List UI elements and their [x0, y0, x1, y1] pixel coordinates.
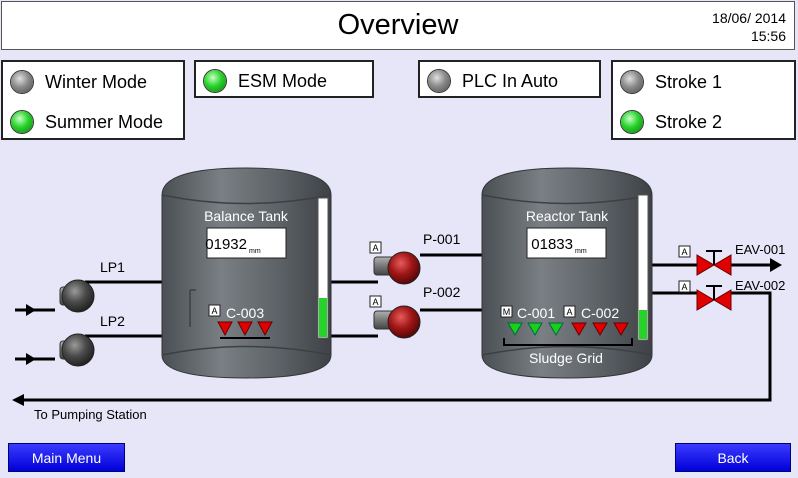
return-line-label: To Pumping Station	[34, 407, 147, 422]
p002-mode-badge	[369, 295, 382, 308]
winter-mode-label: Winter Mode	[45, 71, 148, 92]
c003-mode-badge	[208, 304, 221, 317]
main-menu-button[interactable]: Main Menu	[8, 443, 125, 472]
lp1-pump[interactable]	[59, 279, 95, 313]
page-title: Overview	[337, 9, 459, 41]
balance-tank-level-value: 01932	[205, 236, 247, 253]
eav002-valve[interactable]	[696, 285, 732, 311]
stroke-2-indicator-icon	[621, 111, 643, 133]
reactor-tank-level-fill	[639, 310, 647, 339]
esm-mode-indicator-icon	[204, 70, 226, 92]
svg-text:M: M	[503, 307, 511, 317]
flow-arrows	[12, 258, 782, 406]
plc-auto-indicator-icon	[428, 70, 450, 92]
balance-tank[interactable]	[161, 167, 332, 379]
svg-text:A: A	[372, 297, 378, 307]
time-text: 15:56	[750, 28, 786, 44]
c003-mixer[interactable]	[217, 321, 273, 339]
sludge-grid-bracket	[503, 338, 633, 346]
winter-mode-indicator-icon	[11, 71, 33, 93]
c001-mode-badge	[500, 305, 513, 318]
inlet-arrow-icon	[26, 304, 36, 316]
lp2-label: LP2	[100, 313, 125, 329]
sludge-grid-label: Sludge Grid	[529, 350, 603, 366]
eav002-mode-badge	[678, 280, 691, 293]
mixer-stopped-icon	[237, 321, 253, 337]
c002-mixer[interactable]	[571, 322, 629, 336]
mixer-stopped-icon	[257, 321, 273, 337]
svg-text:A: A	[372, 243, 378, 253]
reactor-tank[interactable]	[481, 167, 653, 379]
c002-label: C-002	[581, 305, 619, 321]
stroke-1-label: Stroke 1	[655, 71, 723, 92]
balance-tank-label: Balance Tank	[204, 208, 289, 224]
svg-text:A: A	[681, 282, 687, 292]
stroke-1-indicator-icon	[621, 71, 643, 93]
mixer-running-icon	[548, 322, 564, 336]
c001-mixer[interactable]	[507, 322, 564, 336]
mixer-stopped-icon	[217, 321, 233, 337]
eav001-valve[interactable]	[696, 250, 732, 276]
p001-mode-badge	[369, 241, 382, 254]
p002-pump[interactable]	[373, 305, 421, 339]
eav002-label: EAV-002	[735, 278, 785, 293]
p002-label: P-002	[423, 284, 461, 300]
outlet-arrow-icon	[770, 258, 782, 272]
balance-tank-level-bar	[317, 197, 329, 339]
summer-mode-indicator-icon	[11, 111, 33, 133]
lp2-pump[interactable]	[59, 333, 95, 367]
p001-pump[interactable]	[373, 251, 421, 285]
c003-label: C-003	[226, 305, 264, 321]
inlet-arrow-icon	[26, 353, 36, 365]
plc-auto-panel: PLC In Auto	[418, 60, 601, 98]
return-arrow-icon	[12, 394, 24, 406]
mixer-stopped-icon	[592, 322, 608, 336]
balance-tank-level-fill	[319, 298, 327, 337]
mixer-stopped-icon	[613, 322, 629, 336]
c001-label: C-001	[517, 305, 555, 321]
date-text: 18/06/ 2014	[712, 10, 786, 26]
p001-label: P-001	[423, 231, 461, 247]
season-mode-panel: Winter Mode Summer Mode	[1, 60, 185, 140]
esm-mode-label: ESM Mode	[238, 70, 328, 91]
balance-tank-level-display	[206, 227, 287, 259]
datetime-display: 18/06/ 2014 15:56	[712, 9, 786, 45]
svg-text:A: A	[681, 247, 687, 257]
eav001-label: EAV-001	[735, 242, 785, 257]
summer-mode-row: Summer Mode	[3, 102, 163, 142]
reactor-tank-level-value: 01833	[531, 236, 573, 253]
svg-text:A: A	[211, 306, 217, 316]
winter-mode-row: Winter Mode	[3, 62, 147, 102]
header-bar: Overview 18/06/ 2014 15:56	[1, 1, 795, 50]
stroke-2-label: Stroke 2	[655, 111, 723, 132]
mixer-running-icon	[527, 322, 543, 336]
back-button[interactable]: Back	[675, 443, 791, 472]
summer-mode-label: Summer Mode	[45, 111, 164, 132]
stroke-panel: Stroke 1 Stroke 2	[611, 60, 796, 140]
c002-mode-badge	[563, 305, 576, 318]
reactor-tank-level-unit: mm	[575, 248, 587, 255]
reactor-tank-level-bar	[637, 194, 649, 341]
balance-tank-level-unit: mm	[249, 248, 261, 255]
esm-mode-panel: ESM Mode	[194, 60, 374, 98]
plc-auto-label: PLC In Auto	[462, 70, 559, 91]
svg-text:A: A	[566, 307, 572, 317]
mixer-stopped-icon	[571, 322, 587, 336]
reactor-tank-label: Reactor Tank	[526, 208, 609, 224]
reactor-tank-level-display	[526, 227, 607, 259]
eav001-mode-badge	[678, 245, 691, 258]
lp1-label: LP1	[100, 259, 125, 275]
mixer-running-icon	[507, 322, 523, 336]
